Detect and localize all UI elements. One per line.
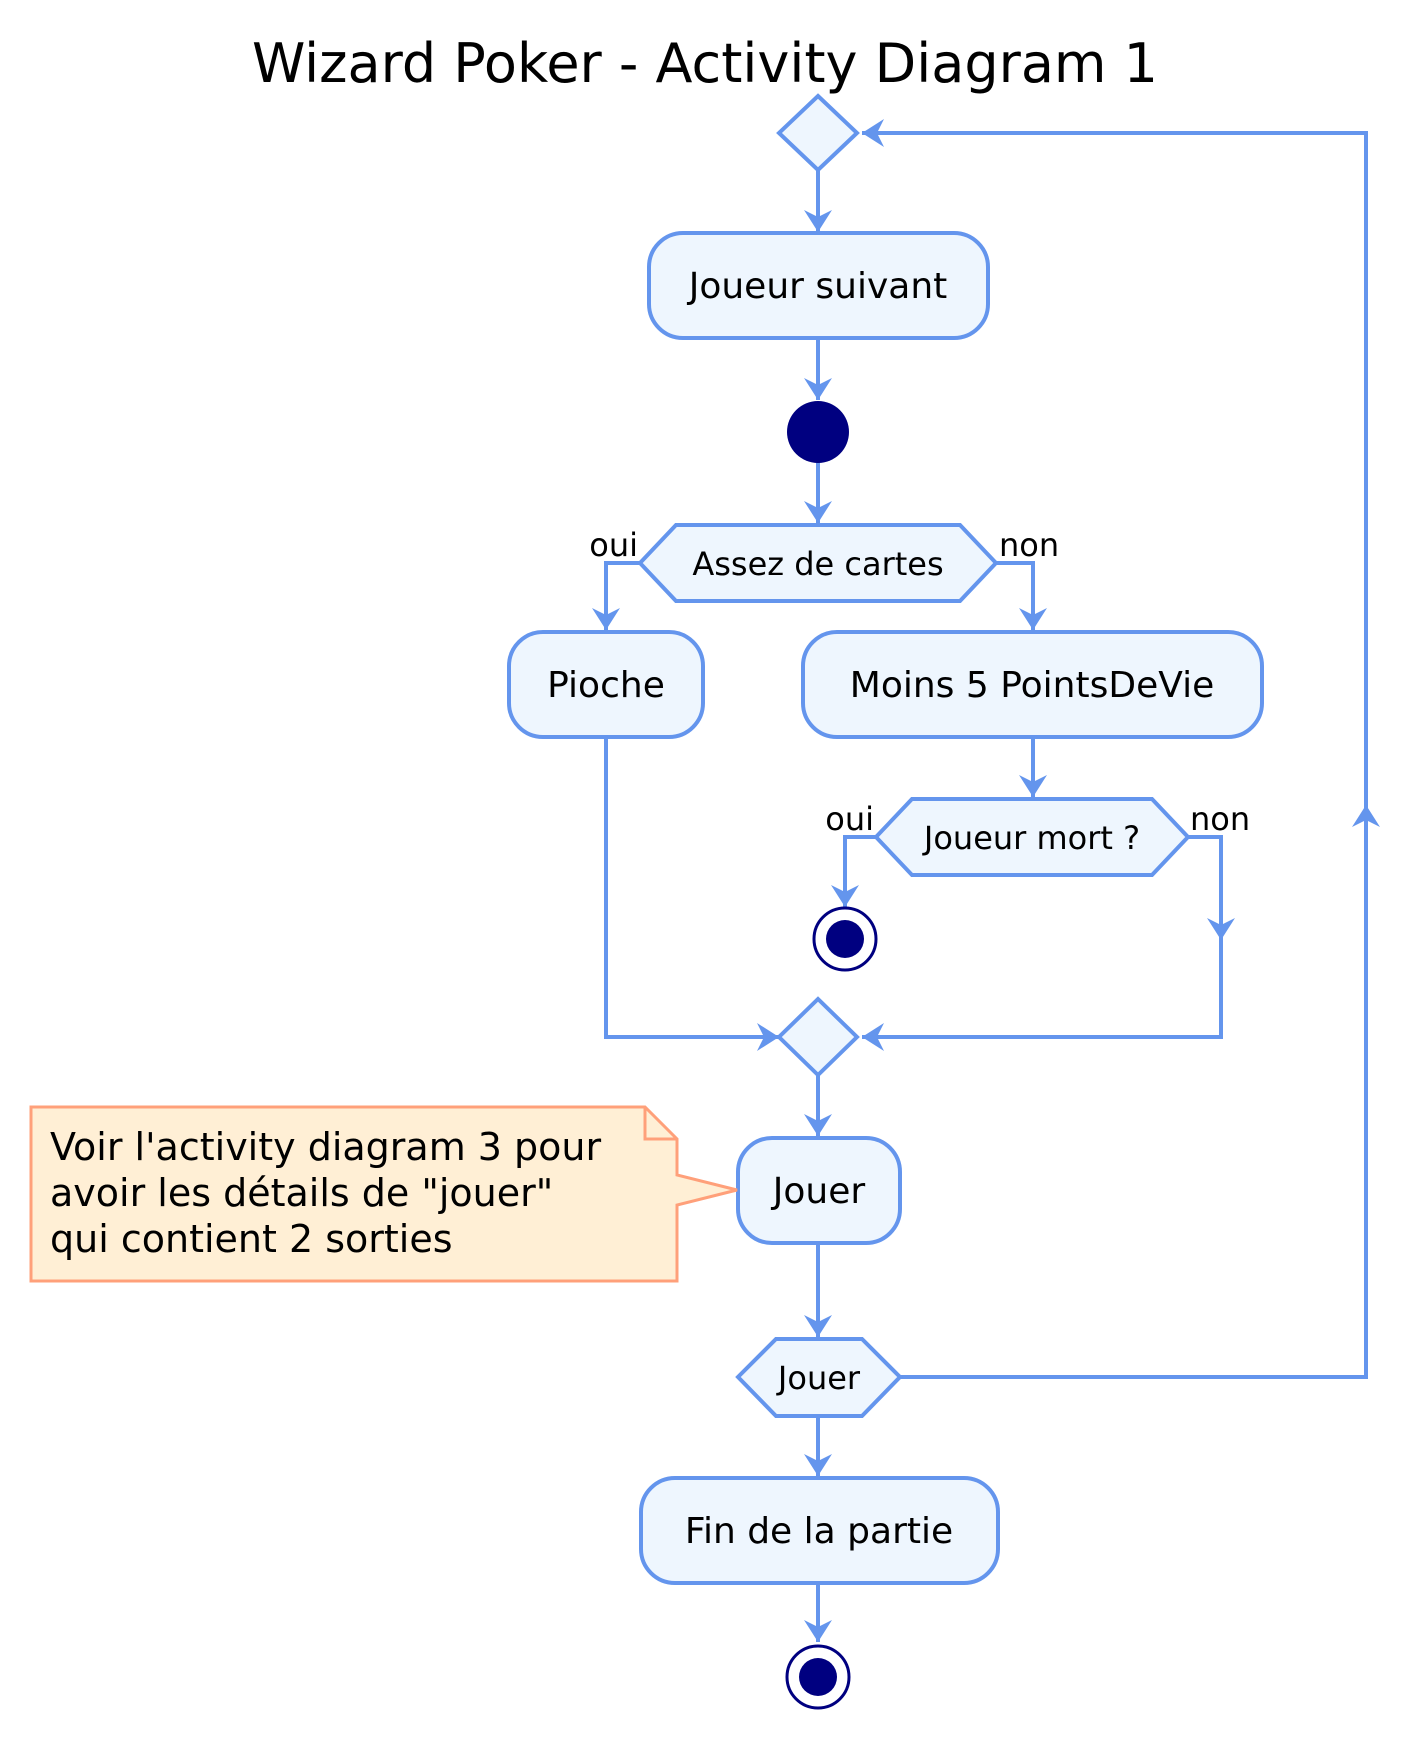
edge-mort-non-down [1188, 835, 1235, 940]
action-pioche-label: Pioche [547, 665, 665, 706]
action-joueur-suivant [647, 231, 990, 340]
condition-joueur-mort-label: Joueur mort ? [922, 819, 1140, 857]
edges [592, 119, 1380, 1642]
merge-diamond-top [776, 93, 860, 173]
merge-diamond-middle [776, 996, 860, 1078]
branch-label-mort-oui: oui [825, 800, 874, 838]
edge-condition-loop-up [900, 805, 1380, 1379]
note-line-1: Voir l'activity diagram 3 pour [50, 1125, 602, 1169]
edge-mort-oui-to-end [831, 835, 876, 907]
action-joueur-suivant-label: Joueur suivant [687, 266, 948, 307]
note-fold [643, 1107, 677, 1141]
action-jouer-label: Jouer [771, 1171, 866, 1212]
branch-label-assez-non: non [999, 526, 1059, 564]
edge-pioche-to-merge [604, 736, 779, 1051]
action-pioche [507, 630, 705, 739]
end-node-final [785, 1644, 851, 1710]
end-node-player-dead [812, 906, 878, 972]
action-fin-de-la-partie-label: Fin de la partie [685, 1511, 953, 1552]
branch-label-mort-non: non [1190, 800, 1250, 838]
action-jouer [736, 1136, 902, 1245]
condition-assez-de-cartes-label: Assez de cartes [692, 545, 943, 583]
action-fin-de-la-partie [639, 1476, 1000, 1585]
action-moins-5-points-de-vie [801, 630, 1264, 739]
branch-label-assez-oui: oui [589, 526, 638, 564]
edge-mort-non-to-merge [862, 940, 1223, 1051]
start-node [787, 401, 849, 463]
action-moins-5-points-de-vie-label: Moins 5 PointsDeVie [850, 665, 1214, 706]
note-box [29, 1105, 738, 1283]
note-line-3: qui contient 2 sorties [50, 1217, 453, 1261]
edge-assez-non-to-moins-pv [996, 561, 1047, 630]
condition-assez-de-cartes [637, 523, 999, 603]
condition-jouer [735, 1337, 903, 1418]
note-line-2: avoir les détails de "jouer" [50, 1171, 553, 1215]
note: Voir l'activity diagram 3 pour avoir les… [29, 1105, 738, 1283]
edge-assez-oui-to-pioche [592, 561, 640, 630]
edge-loop-to-top-merge [862, 119, 1368, 805]
condition-jouer-label: Jouer [776, 1359, 861, 1397]
diagram-title: Wizard Poker - Activity Diagram 1 [252, 32, 1158, 95]
condition-joueur-mort [873, 797, 1191, 877]
